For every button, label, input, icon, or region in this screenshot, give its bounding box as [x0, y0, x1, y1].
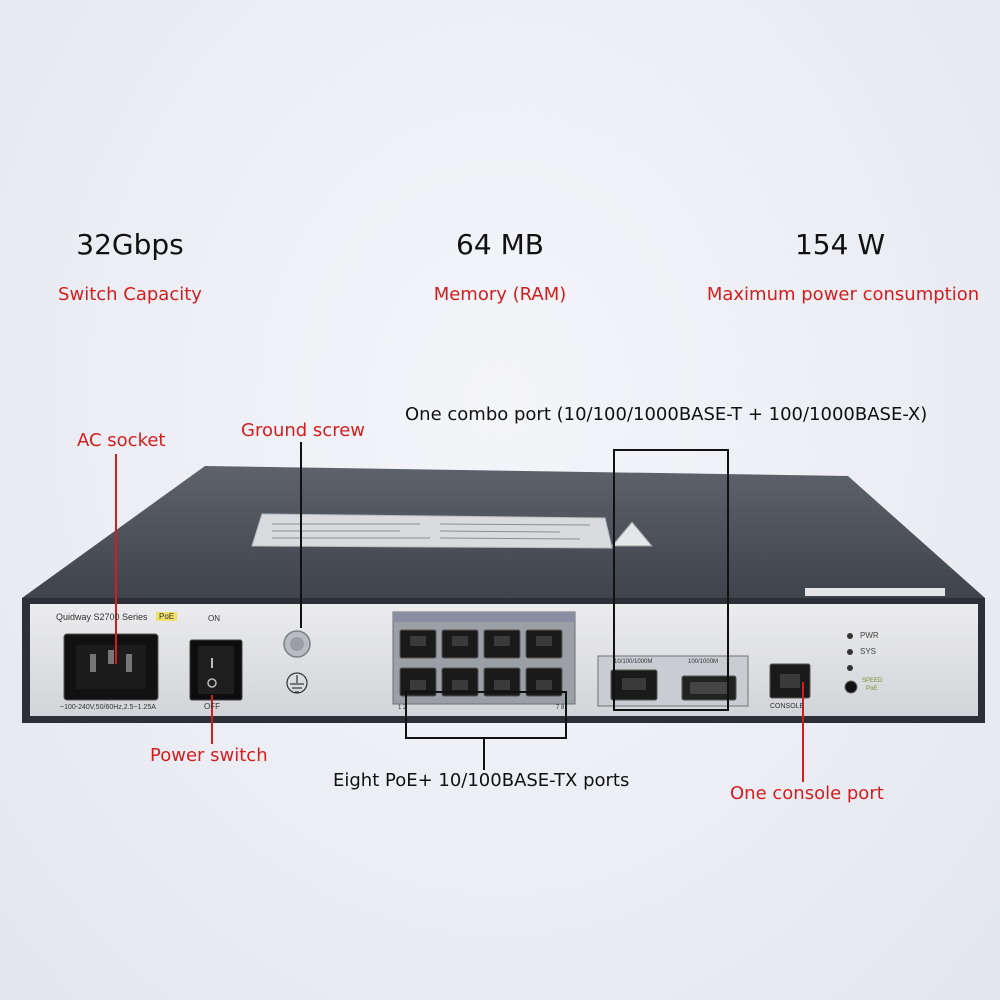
callout-power-switch: Power switch	[150, 745, 268, 766]
warning-triangle	[610, 521, 654, 547]
combo-callout-box	[613, 449, 729, 711]
power-rating-label: ~100-240V,50/60Hz,2.5~1.25A	[60, 704, 156, 711]
spec-memory-label: Memory (RAM)	[433, 284, 567, 305]
switch-off-label: OFF	[204, 702, 220, 711]
poe-badge: PoE	[156, 612, 178, 621]
port-number-left: 1 2	[398, 705, 407, 711]
spec-power-label: Maximum power consumption	[706, 284, 980, 305]
top-label-sticker	[251, 513, 613, 549]
device-model-label: Quidway S2700 Series	[56, 612, 148, 622]
callout-ground-screw: Ground screw	[241, 420, 366, 441]
led-sys	[847, 649, 853, 655]
led-poe-label: PoE	[866, 686, 878, 692]
console-label: CONSOLE	[770, 703, 805, 710]
top-edge-tab	[805, 588, 945, 596]
switch-on-label: ON	[208, 614, 220, 623]
combo-copper-label: 10/100/1000M	[614, 659, 653, 665]
combo-fiber-label: 100/1000M	[688, 659, 719, 665]
led-pwr-label: PWR	[860, 631, 879, 640]
mode-button	[844, 680, 858, 694]
port-number-right: 7 8	[556, 705, 565, 711]
spec-power-value: 154 W	[794, 228, 886, 261]
spec-memory-value: 64 MB	[456, 228, 544, 261]
ground-symbol	[286, 672, 308, 694]
poe-callout-box	[405, 691, 567, 739]
spec-switch-capacity-value: 32Gbps	[76, 228, 184, 261]
callout-combo-port: One combo port (10/100/1000BASE-T + 100/…	[405, 404, 928, 425]
callout-poe-ports: Eight PoE+ 10/100BASE-TX ports	[333, 770, 630, 791]
callout-ac-socket: AC socket	[77, 430, 166, 451]
led-speed-label: SPEED	[862, 678, 883, 684]
led-mode	[847, 665, 853, 671]
callout-console-port: One console port	[730, 783, 884, 804]
led-sys-label: SYS	[860, 647, 877, 656]
led-pwr	[847, 633, 853, 639]
spec-switch-capacity-label: Switch Capacity	[58, 284, 202, 305]
